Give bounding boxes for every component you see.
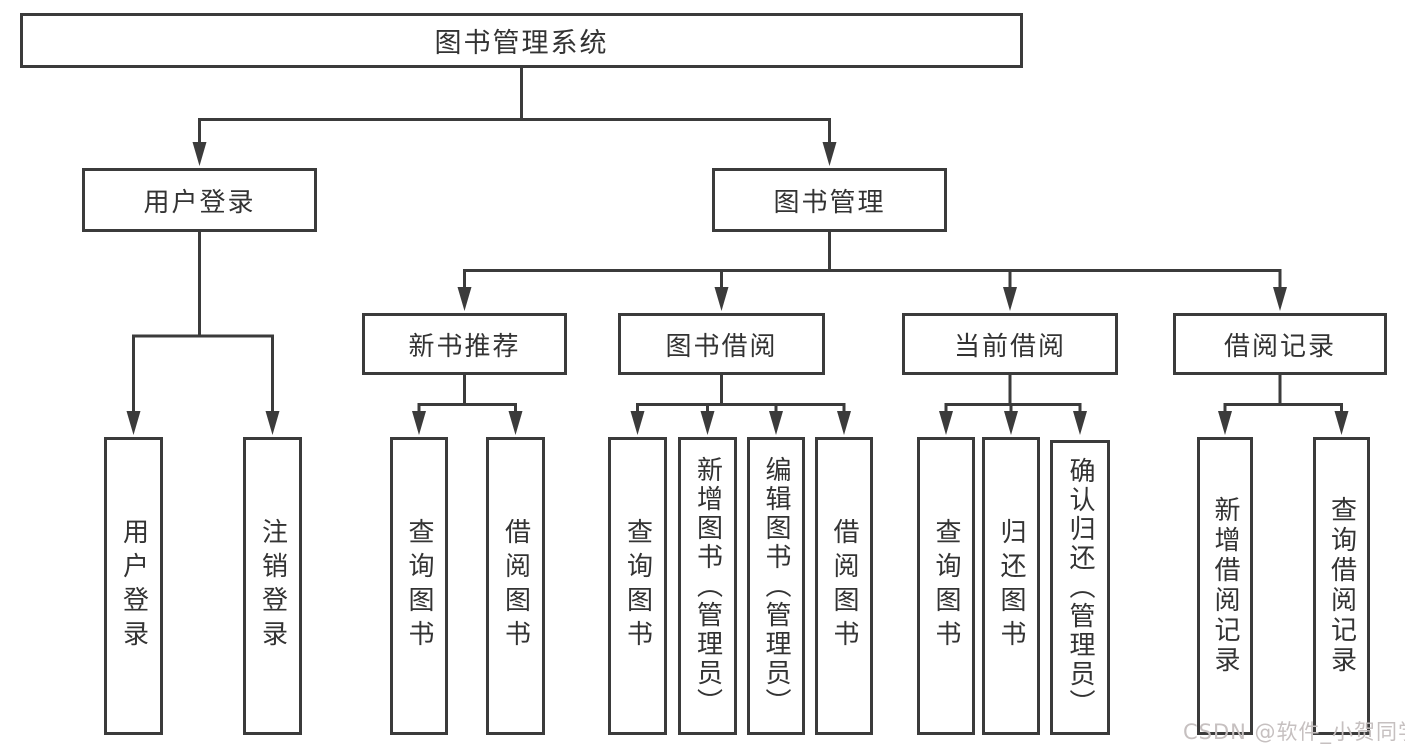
- node-new-book-recommend: 新书推荐: [362, 313, 567, 375]
- leaf-label: 新增图书（管理员）: [692, 455, 723, 717]
- arrow-down-icon: [714, 287, 729, 311]
- arrow-down-icon: [939, 411, 953, 435]
- arrow-down-icon: [1273, 287, 1287, 311]
- node-book-management: 图书管理: [712, 168, 947, 232]
- leaf-query-books-recommend: 查询图书: [390, 437, 448, 735]
- leaf-user-login: 用户登录: [104, 437, 163, 735]
- leaf-label: 借阅图书: [829, 518, 859, 654]
- leaf-label: 归还图书: [996, 518, 1026, 654]
- node-book-borrow: 图书借阅: [618, 313, 825, 375]
- connector-root-to-level2: [192, 68, 837, 166]
- connector-records-to-leaves: [1218, 375, 1349, 435]
- arrow-down-icon: [837, 411, 851, 435]
- leaf-label: 查询图书: [622, 518, 653, 654]
- leaf-label: 编辑图书（管理员）: [761, 455, 791, 717]
- connector-login-to-leaves: [126, 232, 280, 435]
- arrow-down-icon: [412, 411, 426, 435]
- leaf-label: 查询借阅记录: [1326, 496, 1357, 676]
- leaf-query-books-borrow: 查询图书: [608, 437, 667, 735]
- connector-current-to-leaves: [939, 375, 1087, 435]
- leaf-label: 用户登录: [118, 518, 149, 654]
- arrow-down-icon: [822, 142, 837, 166]
- arrow-down-icon: [1003, 287, 1017, 311]
- leaf-label: 新增借阅记录: [1210, 496, 1240, 676]
- leaf-query-borrow-record: 查询借阅记录: [1313, 437, 1370, 735]
- node-borrow-records: 借阅记录: [1173, 313, 1387, 375]
- node-user-login: 用户登录: [82, 168, 317, 232]
- arrow-down-icon: [630, 411, 645, 435]
- arrow-down-icon: [508, 411, 523, 435]
- leaf-query-books-current: 查询图书: [917, 437, 975, 735]
- arrow-down-icon: [769, 411, 783, 435]
- arrow-down-icon: [1218, 411, 1232, 435]
- arrow-down-icon: [1334, 411, 1349, 435]
- arrow-down-icon: [265, 411, 280, 435]
- leaf-borrow-books-recommend: 借阅图书: [486, 437, 545, 735]
- arrow-down-icon: [192, 142, 207, 166]
- leaf-label: 借阅图书: [500, 518, 531, 654]
- connector-bookmgmt-to-level3: [457, 232, 1287, 311]
- leaf-return-book: 归还图书: [982, 437, 1040, 735]
- leaf-label: 注销登录: [257, 518, 288, 654]
- csdn-watermark: CSDN @软件_小贺同学: [1183, 720, 1405, 744]
- leaf-confirm-return-admin: 确认归还（管理员）: [1050, 440, 1110, 735]
- connector-borrow-to-leaves: [630, 375, 851, 435]
- leaf-borrow-book: 借阅图书: [815, 437, 873, 735]
- leaf-label: 查询图书: [931, 518, 961, 654]
- leaf-edit-book-admin: 编辑图书（管理员）: [747, 437, 805, 735]
- arrow-down-icon: [700, 411, 715, 435]
- arrow-down-icon: [1004, 411, 1018, 435]
- connector-newbooks-to-leaves: [412, 375, 523, 435]
- leaf-logout: 注销登录: [243, 437, 302, 735]
- node-system-root: 图书管理系统: [20, 13, 1023, 68]
- leaf-add-book-admin: 新增图书（管理员）: [678, 437, 737, 735]
- arrow-down-icon: [457, 287, 472, 311]
- leaf-label: 确认归还（管理员）: [1065, 457, 1095, 718]
- leaf-label: 查询图书: [404, 518, 434, 654]
- leaf-add-borrow-record: 新增借阅记录: [1197, 437, 1253, 735]
- arrow-down-icon: [126, 411, 141, 435]
- arrow-down-icon: [1073, 411, 1087, 435]
- node-current-borrow: 当前借阅: [902, 313, 1118, 375]
